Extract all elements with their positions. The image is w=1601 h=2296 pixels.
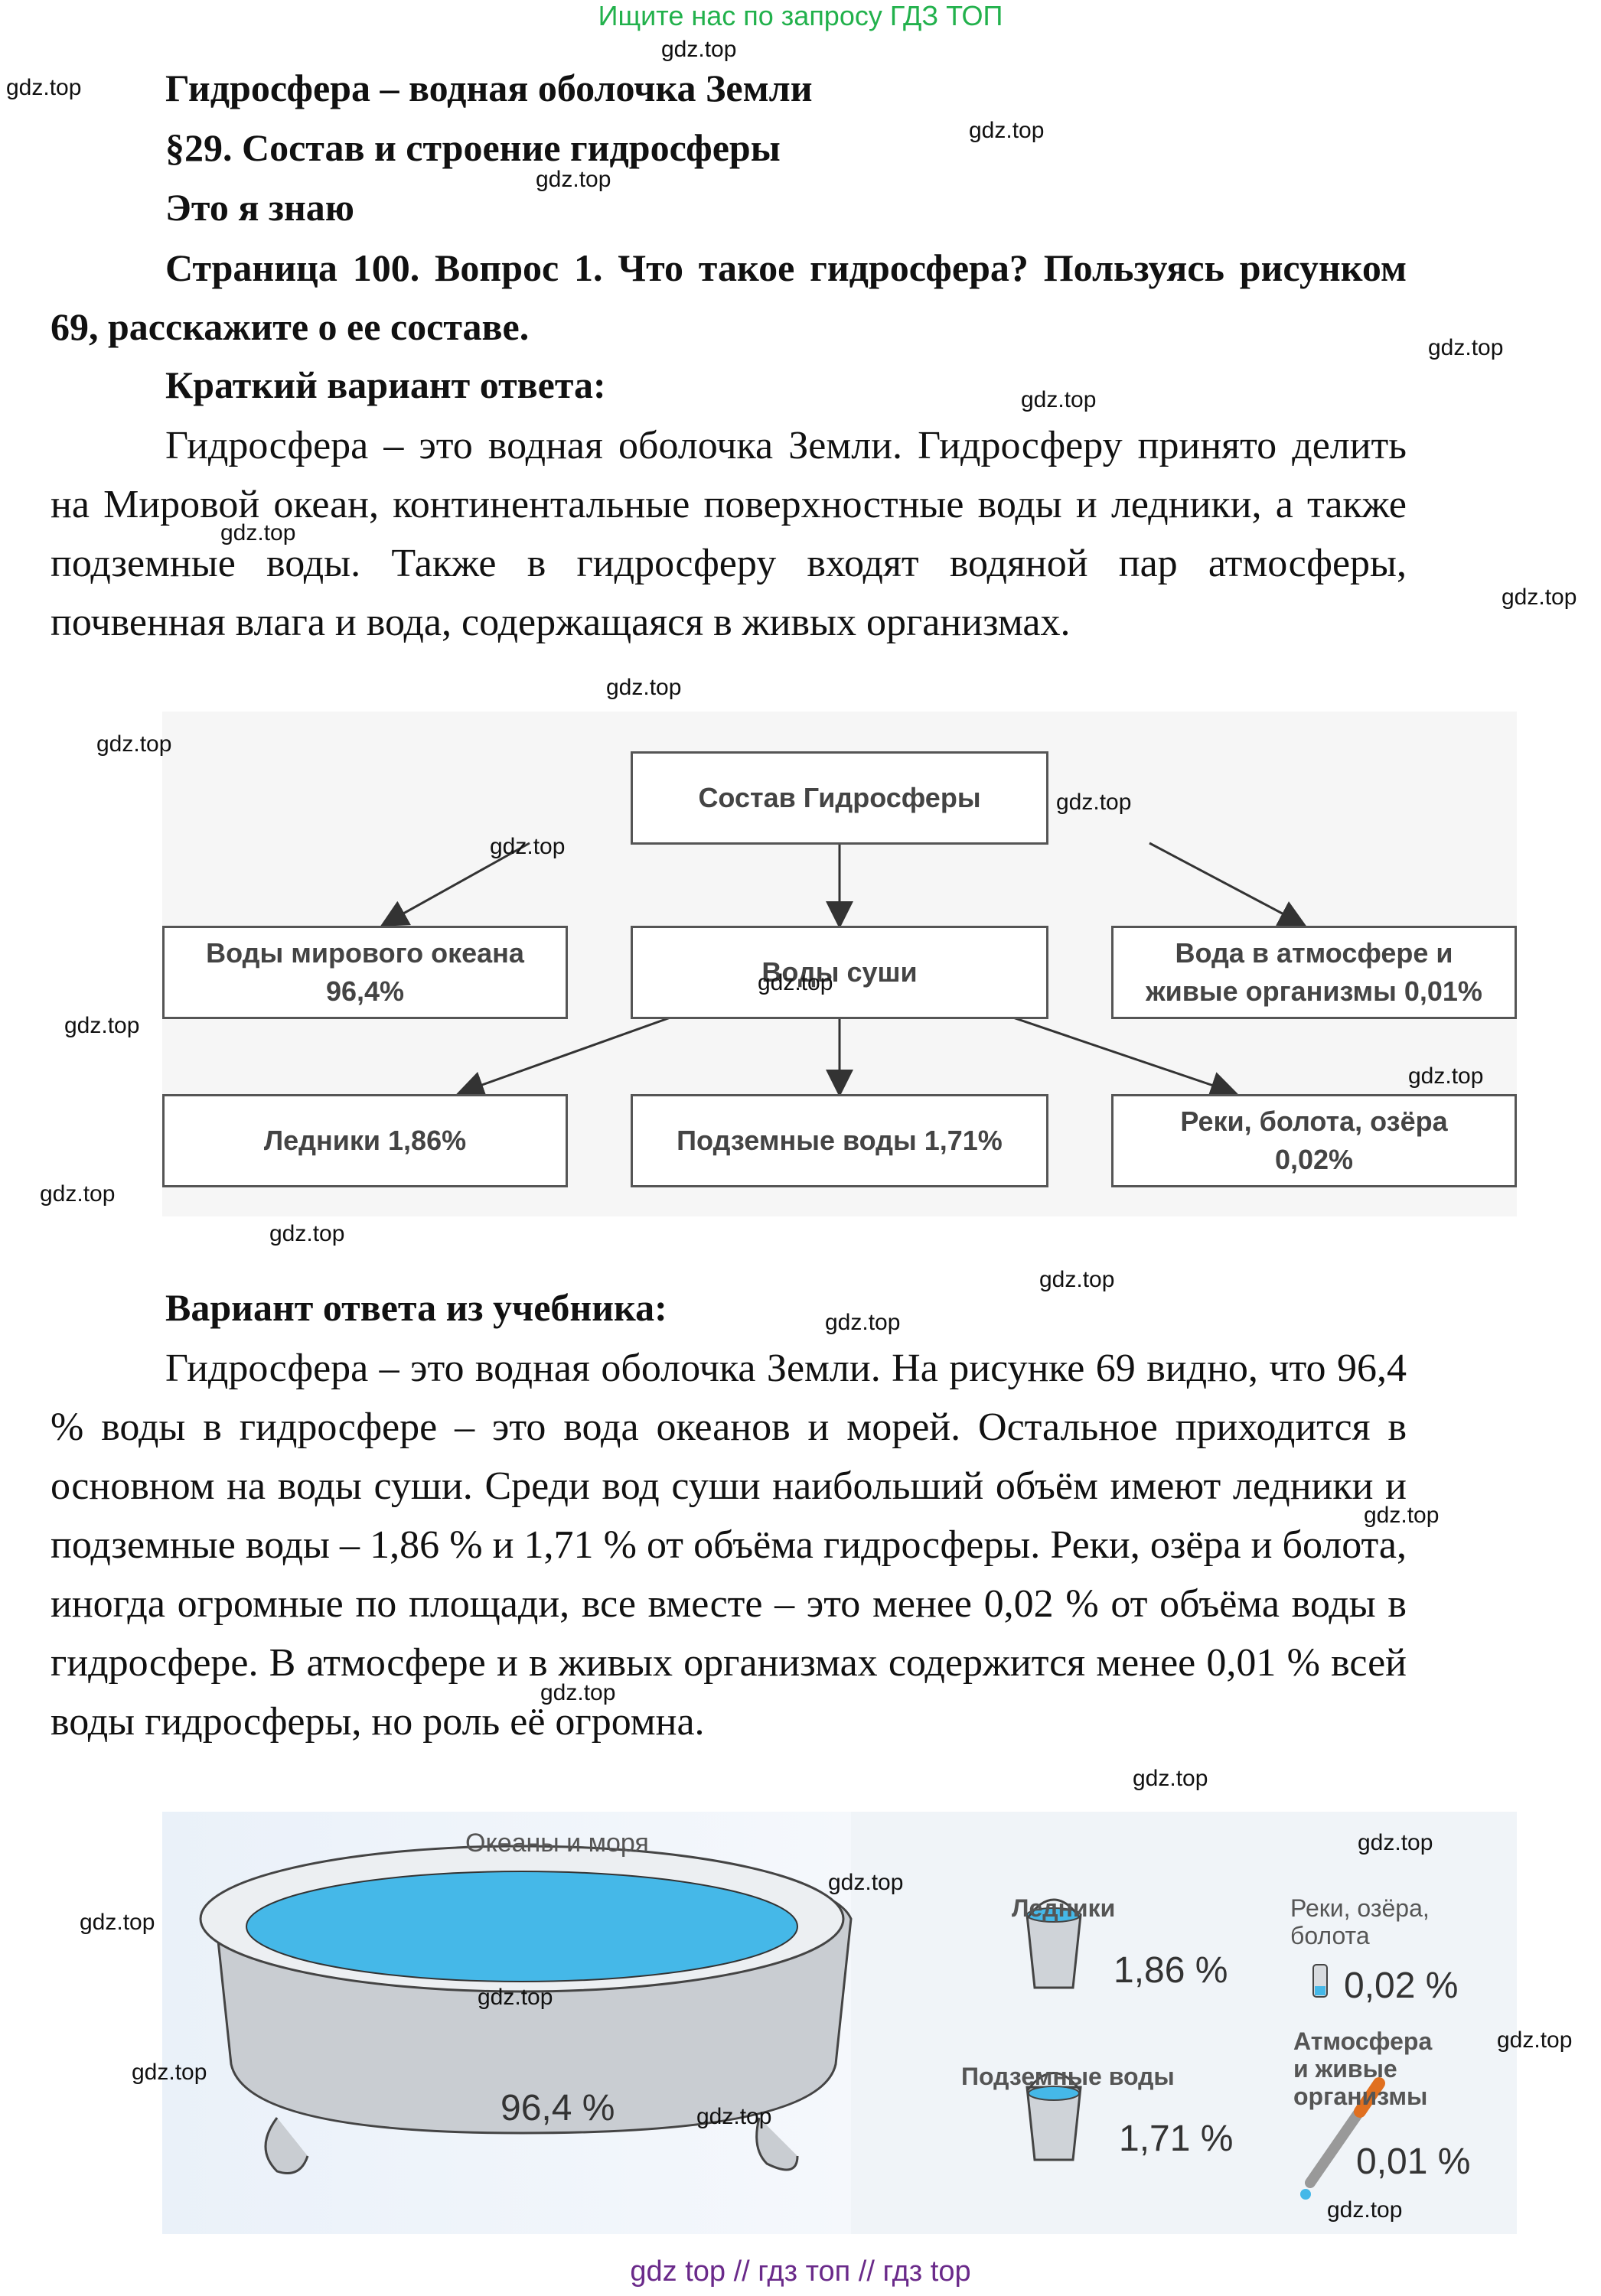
scheme-box-underground: Подземные воды 1,71% [631,1094,1048,1187]
hydrosphere-illustration: Океаны и моря 96,4 % Ледники 1,86 % Подз… [162,1812,1517,2234]
scheme-box-glaciers: Ледники 1,86% [162,1094,568,1187]
watermark: gdz.top [6,75,82,100]
scheme-arrows [380,842,1307,1099]
watermark: gdz.top [540,1680,616,1705]
illustration-graphics [199,1845,1385,2200]
watermark: gdz.top [1133,1766,1208,1791]
scheme-atmosphere-label: Вода в атмосфере и живые организмы 0,01% [1146,937,1482,1007]
scheme-box-root: Состав Гидросферы [631,751,1048,845]
value-rivers: 0,02 % [1344,1965,1459,2006]
scheme-box-atmosphere: Вода в атмосфере и живые организмы 0,01% [1111,926,1517,1019]
arrow-land-rivers [1003,1013,1238,1099]
pipette-atmosphere-icon [1300,2077,1385,2200]
watermark: gdz.top [1039,1267,1115,1292]
label-glaciers: Ледники [1012,1894,1116,1922]
footer-links[interactable]: gdz top // гдз топ // гдз top [630,2255,971,2288]
watermark: gdz.top [1497,2027,1573,2053]
short-answer-heading: Краткий вариант ответа: [165,363,606,406]
watermark: gdz.top [80,1910,155,1935]
arrow-land-glaciers [456,1013,680,1098]
watermark: gdz.top [661,37,737,62]
watermark: gdz.top [1364,1503,1440,1528]
watermark: gdz.top [1358,1830,1433,1855]
subsection-title: Это я знаю [165,186,354,229]
watermark: gdz.top [64,1013,140,1038]
scheme-box-ocean: Воды мирового океана 96,4% [162,926,568,1019]
top-banner: Ищите нас по запросу ГДЗ ТОП [598,0,1003,31]
scheme-rivers-label: Реки, болота, озёра 0,02% [1180,1106,1448,1175]
question-paragraph: Страница 100. Вопрос 1. Что такое гидрос… [51,246,1407,348]
label-rivers: Реки, озёра, болота [1290,1894,1430,1949]
watermark: gdz.top [1021,387,1097,412]
watermark: gdz.top [1428,335,1504,360]
bucket-glaciers-icon [1025,1898,1082,1989]
textbook-answer: Гидросфера – это водная оболочка Земли. … [51,1339,1407,1751]
watermark: gdz.top [132,2060,207,2085]
scheme-land-label: Воды суши [761,956,918,988]
watermark: gdz.top [969,118,1045,143]
label-oceans: Океаны и моря [465,1829,649,1858]
vial-rivers-icon [1312,1964,1328,1998]
value-oceans: 96,4 % [501,2088,615,2128]
section-title: §29. Состав и строение гидросферы [165,126,781,169]
watermark: gdz.top [606,675,682,700]
watermark: gdz.top [536,167,611,192]
bathtub-leg-right [755,2117,799,2171]
watermark: gdz.top [478,1985,553,2010]
watermark: gdz.top [490,834,566,859]
label-underground: Подземные воды [961,2063,1175,2090]
value-underground: 1,71 % [1119,2119,1234,2159]
watermark: gdz.top [1408,1063,1484,1089]
label-atmosphere: Атмосфера и живые организмы [1293,2027,1433,2110]
scheme-underground-label: Подземные воды 1,71% [677,1125,1003,1156]
watermark: gdz.top [828,1870,904,1895]
watermark: gdz.top [220,520,296,546]
watermark: gdz.top [758,970,833,995]
short-answer: Гидросфера – это водная оболочка Земли. … [51,416,1407,652]
bucket-underground-icon [1025,2072,1082,2161]
arrow-root-atmosphere [1149,842,1307,927]
watermark: gdz.top [825,1310,901,1335]
arrow-root-ocean [380,842,530,927]
short-answer-paragraph: Гидросфера – это водная оболочка Земли. … [51,424,1407,644]
value-glaciers: 1,86 % [1114,1950,1228,1991]
scheme-root-label: Состав Гидросферы [698,782,981,813]
watermark: gdz.top [1502,585,1577,610]
value-atmosphere: 0,01 % [1356,2141,1471,2182]
watermark: gdz.top [269,1221,345,1246]
textbook-answer-paragraph: Гидросфера – это водная оболочка Земли. … [51,1347,1407,1744]
scheme-glaciers-label: Ледники 1,86% [263,1125,467,1156]
watermark: gdz.top [96,731,172,757]
hydrosphere-scheme: Состав Гидросферы Воды мирового океана 9… [162,712,1517,1216]
scheme-box-land: Воды суши [631,926,1048,1019]
bathtub-water [246,1871,798,1982]
scheme-box-rivers: Реки, болота, озёра 0,02% [1111,1094,1517,1187]
chapter-title: Гидросфера – водная оболочка Земли [165,67,813,109]
bathtub-leg-left [264,2117,309,2174]
watermark: gdz.top [40,1181,116,1207]
scheme-ocean-label: Воды мирового океана 96,4% [206,937,524,1007]
question-text: Страница 100. Вопрос 1. Что такое гидрос… [51,239,1407,357]
watermark: gdz.top [1327,2197,1403,2223]
textbook-answer-heading: Вариант ответа из учебника: [165,1286,667,1329]
watermark: gdz.top [1056,790,1132,815]
watermark: gdz.top [696,2104,772,2129]
